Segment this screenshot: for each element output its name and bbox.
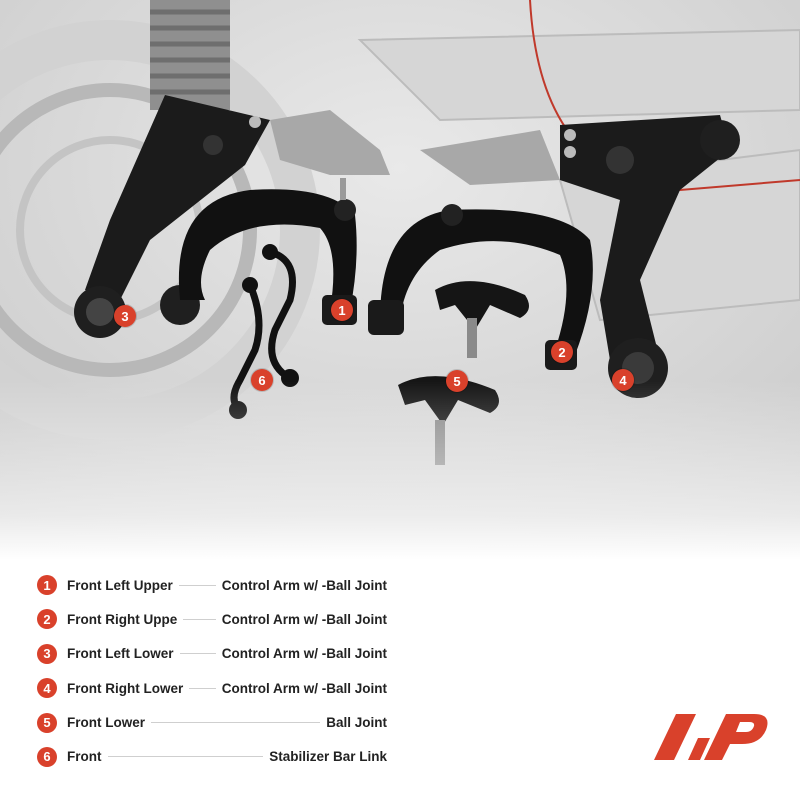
legend-description: Ball Joint — [326, 715, 387, 731]
legend-position: Front Right Uppe — [67, 611, 178, 627]
legend-leader-line — [183, 618, 216, 620]
legend-position: Front Left Lower — [67, 646, 174, 662]
legend-leader-line — [151, 722, 321, 724]
legend-row: 3 Front Left Lower Control Arm w/ -Ball … — [37, 643, 387, 665]
photo-badge-2: 2 — [551, 341, 573, 363]
legend-row: 1 Front Left Upper Control Arm w/ -Ball … — [37, 574, 387, 596]
strut-spring — [150, 0, 230, 110]
legend-number: 5 — [37, 712, 57, 733]
legend-leader-line — [189, 687, 216, 689]
legend-row: 4 Front Right Lower Control Arm w/ -Ball… — [37, 677, 387, 699]
legend-position: Front Lower — [67, 715, 145, 731]
legend-number: 4 — [37, 678, 57, 699]
legend-position: Front — [67, 749, 102, 765]
legend-number: 1 — [37, 575, 57, 595]
legend-description: Control Arm w/ -Ball Joint — [221, 646, 387, 662]
legend-row: 5 Front Lower Ball Joint — [37, 712, 387, 734]
legend-number: 2 — [37, 609, 57, 630]
legend-description: Control Arm w/ -Ball Joint — [221, 680, 387, 696]
legend-number: 6 — [37, 746, 57, 767]
front-left-lower-control-arm — [74, 95, 390, 338]
legend-description: Control Arm w/ -Ball Joint — [221, 577, 387, 593]
legend-leader-line — [107, 756, 264, 758]
legend-position: Front Right Lower — [67, 680, 184, 696]
photo-fade — [0, 380, 800, 560]
legend-number: 3 — [37, 643, 57, 664]
legend-leader-line — [179, 653, 216, 655]
photo-badge-3: 3 — [114, 305, 136, 327]
legend-position: Front Left Upper — [67, 577, 173, 593]
legend-description: Control Arm w/ -Ball Joint — [221, 611, 387, 627]
photo-badge-4: 4 — [612, 369, 634, 391]
product-photo — [0, 0, 800, 560]
photo-badge-5: 5 — [446, 370, 468, 392]
legend-leader-line — [178, 584, 216, 586]
photo-badge-1: 1 — [331, 299, 353, 321]
photo-badge-6: 6 — [251, 369, 273, 391]
ball-joint-upper — [435, 281, 529, 358]
legend-row: 6 Front Stabilizer Bar Link — [37, 746, 387, 768]
a-premium-logo-icon — [654, 714, 768, 760]
parts-legend: 1 Front Left Upper Control Arm w/ -Ball … — [37, 574, 387, 780]
legend-description: Stabilizer Bar Link — [269, 749, 387, 765]
legend-row: 2 Front Right Uppe Control Arm w/ -Ball … — [37, 608, 387, 630]
